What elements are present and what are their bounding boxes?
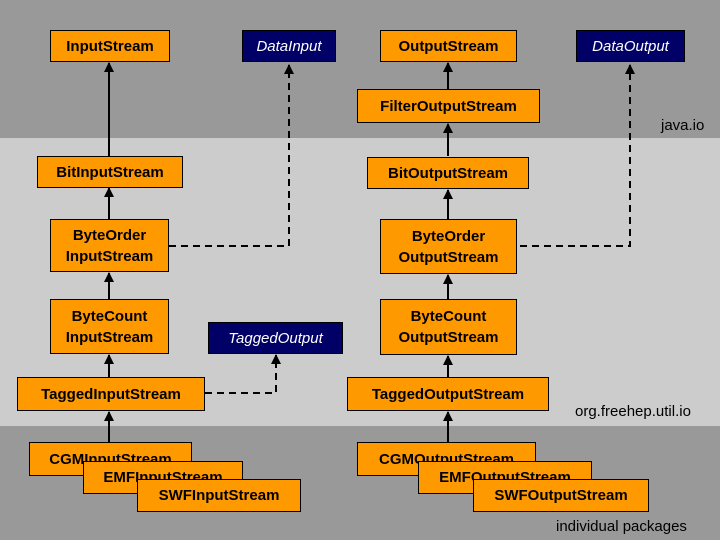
interface-data-output[interactable]: DataOutput xyxy=(576,30,685,62)
class-byte-order-input-stream[interactable]: ByteOrder InputStream xyxy=(50,219,169,272)
edge-taggedinput-implements-taggedoutput xyxy=(205,354,281,394)
class-input-stream[interactable]: InputStream xyxy=(50,30,170,62)
package-label-java-io: java.io xyxy=(661,117,705,134)
class-byte-order-output-stream[interactable]: ByteOrder OutputStream xyxy=(380,219,517,274)
class-filter-output-stream[interactable]: FilterOutputStream xyxy=(357,89,540,123)
class-tagged-output-stream[interactable]: TaggedOutputStream xyxy=(347,377,549,411)
package-label-freehep: org.freehep.util.io xyxy=(575,403,691,420)
interface-data-input[interactable]: DataInput xyxy=(242,30,336,62)
class-byte-count-output-stream[interactable]: ByteCount OutputStream xyxy=(380,299,517,355)
class-tagged-input-stream[interactable]: TaggedInputStream xyxy=(17,377,205,411)
edge-byteorderoutput-implements-dataoutput xyxy=(508,64,635,247)
class-bit-input-stream[interactable]: BitInputStream xyxy=(37,156,183,188)
class-byte-count-input-stream[interactable]: ByteCount InputStream xyxy=(50,299,169,354)
class-swf-input-stream[interactable]: SWFInputStream xyxy=(137,479,301,512)
edge-byteorderinput-implements-datainput xyxy=(169,64,294,247)
class-output-stream[interactable]: OutputStream xyxy=(380,30,517,62)
interface-tagged-output[interactable]: TaggedOutput xyxy=(208,322,343,354)
package-label-individual: individual packages xyxy=(556,518,687,535)
class-bit-output-stream[interactable]: BitOutputStream xyxy=(367,157,529,189)
class-swf-output-stream[interactable]: SWFOutputStream xyxy=(473,479,649,512)
